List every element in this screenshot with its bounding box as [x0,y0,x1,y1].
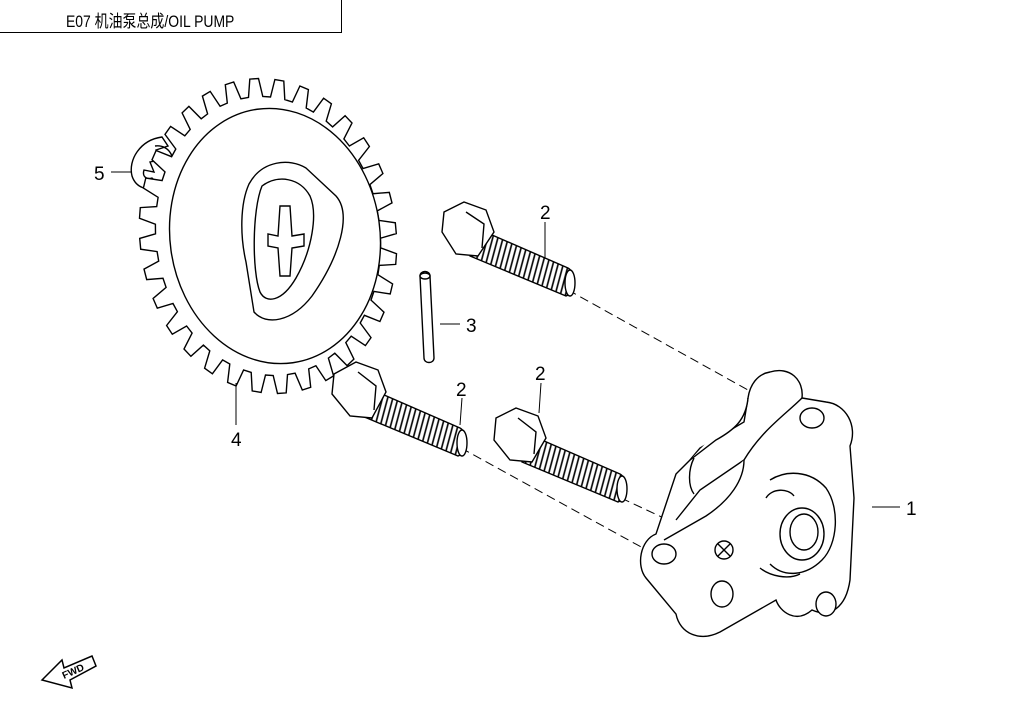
callout-1: 1 [906,499,917,520]
page-title: E07 机油泵总成/OIL PUMP [66,12,235,31]
dowel-pin-part [419,270,435,364]
bolt-part-lower-right [493,407,628,503]
assembly-lines [460,289,749,549]
callout-2-upper: 2 [540,203,551,224]
callout-2-lower-left: 2 [456,380,467,401]
callout-5: 5 [94,164,105,185]
bolt-part-upper [441,201,576,297]
callout-4: 4 [231,430,242,451]
oil-pump-body-part [639,369,855,637]
bolt-part-lower-left [331,361,468,457]
callout-3: 3 [466,316,477,337]
gear-part [138,77,398,395]
title-box: E07 机油泵总成/OIL PUMP [0,0,342,33]
callout-2-lower-right: 2 [535,364,546,385]
fwd-arrow-icon: FWD [40,655,97,690]
callouts [111,171,900,508]
